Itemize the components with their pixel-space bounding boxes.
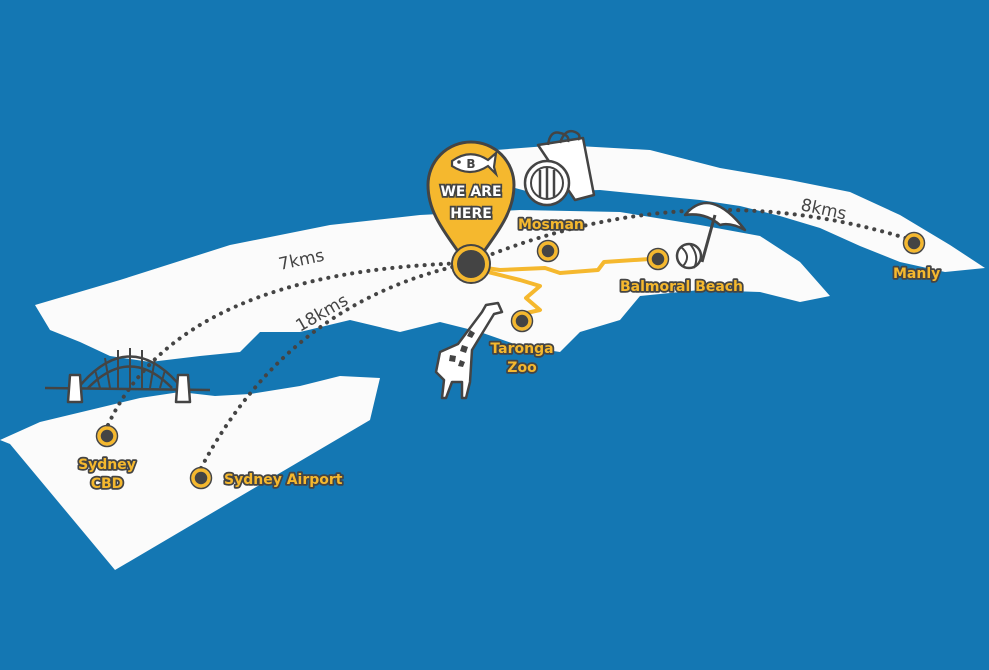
harbour-bridge-icon (44, 348, 211, 404)
marker-manly[interactable] (902, 231, 926, 255)
svg-text:B: B (466, 157, 475, 171)
marker-airport[interactable] (189, 466, 213, 490)
label-taronga-1: Taronga (490, 341, 553, 357)
land-north (470, 145, 985, 272)
pin-text-line2: HERE (450, 206, 492, 222)
pin-body (426, 140, 516, 273)
beach-umbrella-icon (683, 201, 747, 263)
land-south (0, 376, 380, 570)
marker-cbd[interactable] (95, 424, 119, 448)
label-manly: Manly (893, 266, 940, 282)
land-middle (35, 210, 830, 362)
marker-mosman[interactable] (536, 239, 560, 263)
fish-logo-icon: B (450, 150, 499, 178)
we-are-here-pin[interactable]: B WE ARE HERE (426, 140, 516, 284)
pin-text-line1: WE ARE (440, 184, 501, 200)
giraffe-icon (434, 301, 504, 400)
walking-route-balmoral (471, 257, 651, 275)
dining-plate-icon (523, 159, 571, 207)
route-to-cbd (106, 261, 472, 427)
label-cbd-2: CBD (91, 476, 124, 492)
label-taronga-2: Zoo (507, 360, 537, 376)
land-masses (0, 145, 985, 570)
label-balmoral: Balmoral Beach (620, 279, 743, 295)
label-airport: Sydney Airport (224, 472, 343, 488)
label-cbd-1: Sydney (78, 457, 136, 473)
route-to-airport (199, 261, 472, 470)
walking-route-taronga (471, 266, 542, 316)
marker-balmoral[interactable] (646, 247, 670, 271)
beach-ball-icon (675, 242, 703, 270)
label-mosman: Mosman (518, 217, 584, 233)
pin-base-marker (453, 246, 489, 282)
marker-taronga[interactable] (510, 309, 534, 333)
